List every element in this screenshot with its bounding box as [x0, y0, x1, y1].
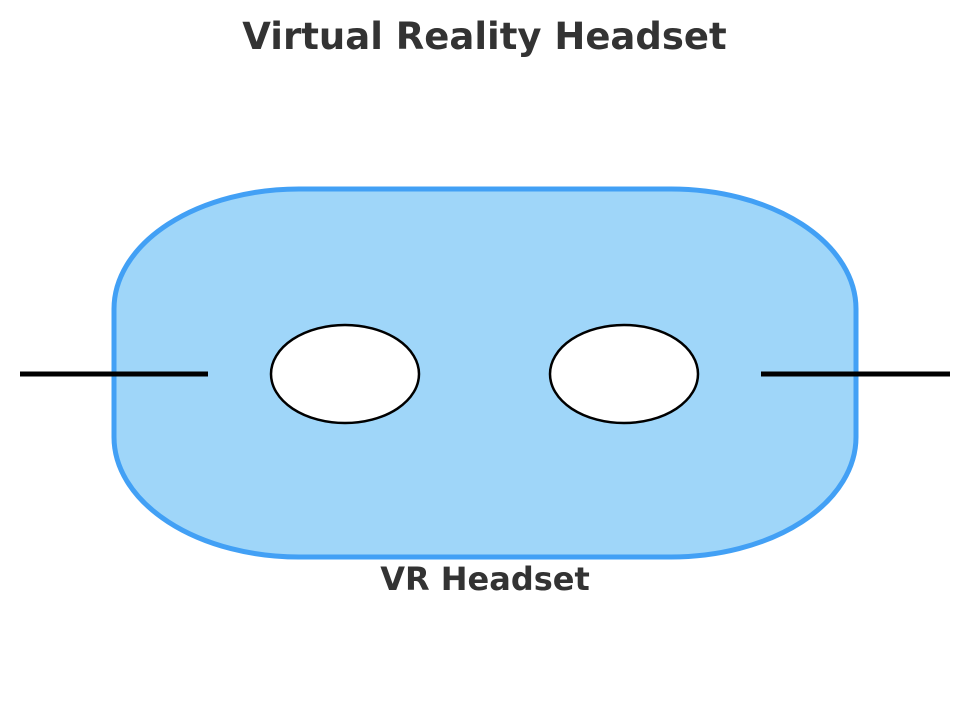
- headset-body: [111, 186, 859, 560]
- diagram-title: Virtual Reality Headset: [242, 15, 727, 58]
- left-lens: [269, 323, 421, 425]
- right-lens: [548, 323, 700, 425]
- headset-label: VR Headset: [380, 560, 590, 598]
